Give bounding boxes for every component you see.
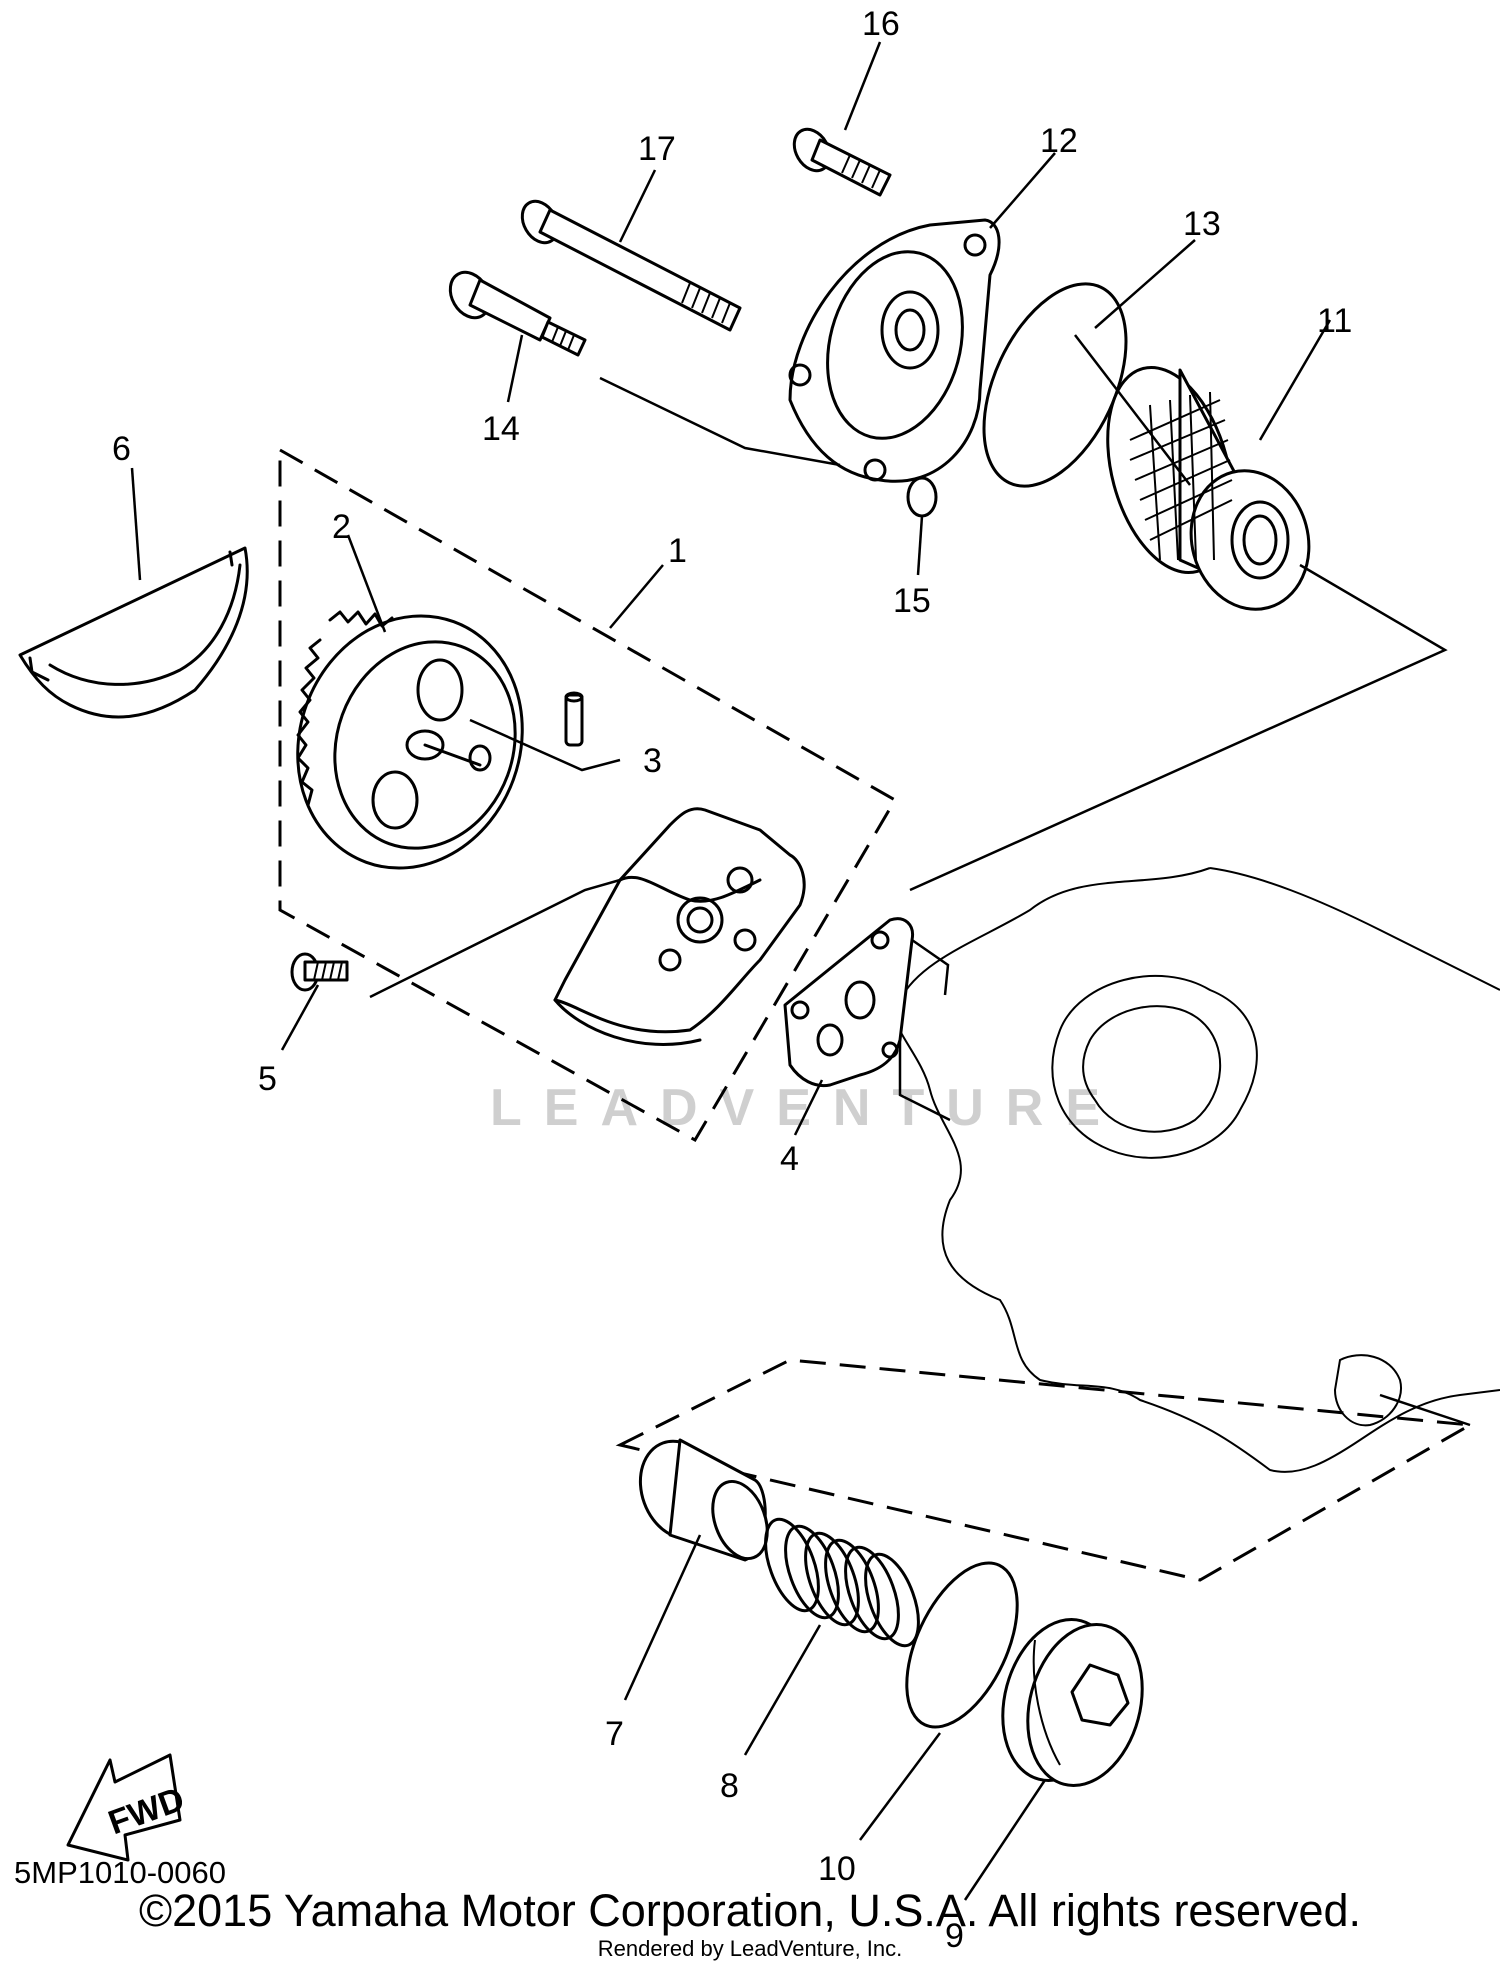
part-15-small-o-ring [906, 476, 938, 518]
crankcase-boss-inner [1082, 1005, 1221, 1133]
leader-lines [130, 41, 1471, 1901]
callout-17: 17 [638, 130, 676, 168]
callout-1: 1 [668, 532, 687, 570]
callout-6: 6 [112, 430, 131, 468]
part-11-oil-filter [1106, 365, 1311, 611]
part-16-short-bolt [792, 127, 892, 197]
callout-13: 13 [1183, 205, 1221, 243]
callout-14: 14 [482, 410, 520, 448]
relief-valve-assembly-box [615, 1358, 1475, 1582]
callout-2: 2 [332, 508, 351, 546]
callout-7: 7 [605, 1715, 624, 1753]
part-14-stepped-bolt [448, 270, 587, 357]
part-12-filter-cover [788, 218, 1001, 483]
oil-pump-assembly-box [278, 447, 898, 1143]
part-5-screw [290, 952, 349, 992]
callout-3: 3 [643, 742, 662, 780]
rendered-by-credit: Rendered by LeadVenture, Inc. [597, 1936, 903, 1961]
fwd-arrow-icon: FWD [66, 1753, 189, 1862]
watermark: LEADVENTURE [490, 1079, 1122, 1137]
part-9-plug [1001, 1618, 1144, 1787]
part-7-plunger [638, 1438, 769, 1562]
part-4-gasket [783, 917, 915, 1088]
oil-pump-body [553, 807, 806, 1046]
callout-9: 9 [945, 1917, 964, 1955]
part-17-long-bolt [520, 199, 742, 332]
crankcase-upper-edge [1209, 867, 1500, 991]
callout-8: 8 [720, 1767, 739, 1805]
diagram-code: 5MP1010-0060 [14, 1855, 226, 1890]
part-3-pin [564, 691, 584, 747]
part-8-spring [764, 1517, 920, 1648]
part-2-gear [296, 610, 524, 870]
part-10-o-ring [905, 1561, 1019, 1729]
part-6-cover [18, 546, 249, 719]
crankcase-lower-boss [1333, 1354, 1402, 1427]
callout-5: 5 [258, 1060, 277, 1098]
callout-4: 4 [780, 1140, 799, 1178]
callout-10: 10 [818, 1850, 856, 1888]
crankcase-outline [893, 867, 1500, 1473]
callout-11: 11 [1317, 302, 1352, 340]
callout-12: 12 [1040, 122, 1078, 160]
copyright-notice: ©2015 Yamaha Motor Corporation, U.S.A. A… [138, 1885, 1362, 1936]
callout-16: 16 [862, 5, 900, 43]
crankcase-boss [1051, 975, 1258, 1159]
callout-15: 15 [893, 582, 931, 620]
